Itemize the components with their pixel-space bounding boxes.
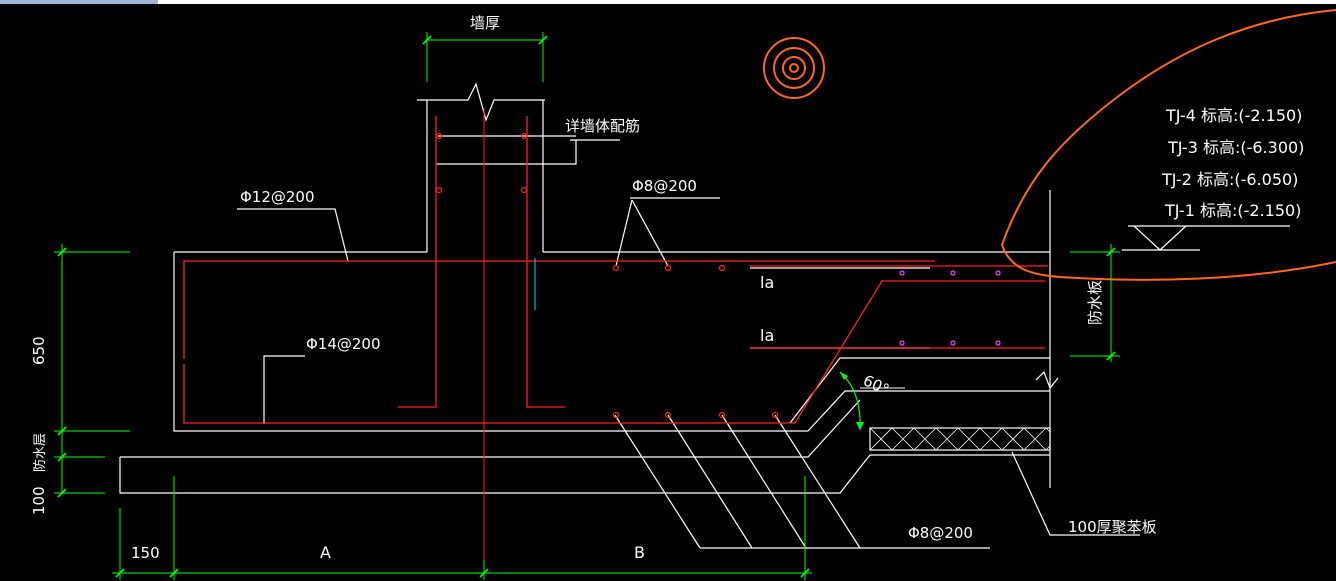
leader-top-rebar <box>237 208 349 262</box>
rebar-dots <box>435 132 779 419</box>
slope-angle-label: 60° <box>860 371 892 399</box>
elevation-tj4: TJ-4 标高:(-2.150) <box>1165 106 1302 125</box>
dim-150-label: 150 <box>131 544 160 562</box>
anchor-length-label: la <box>760 273 774 292</box>
dim-b-label: B <box>634 543 645 562</box>
leader-bottom-rebar <box>263 355 305 424</box>
slope-angle-arc <box>839 371 861 431</box>
rebar-dots-magenta <box>899 270 1001 346</box>
elevation-tj3: TJ-3 标高:(-6.300) <box>1167 138 1304 157</box>
waterproof-board-label: 防水板 <box>1086 280 1104 325</box>
wall-rebar-note-label: 详墙体配筋 <box>565 117 640 135</box>
rebar-lines <box>183 116 1048 424</box>
dimension-lines <box>54 32 1120 580</box>
concrete-outline <box>119 82 1290 549</box>
wall-thickness-label: 墙厚 <box>470 14 500 32</box>
bottom-rebar-label: Φ14@200 <box>306 335 381 353</box>
elevation-tj2: TJ-2 标高:(-6.050) <box>1161 170 1298 189</box>
dist-rebar-top-label: Φ8@200 <box>632 177 697 195</box>
waterproof-layer-label: 防水层 <box>32 433 48 472</box>
foam-board-hatch <box>869 427 1051 451</box>
anchor-length-label-2: la <box>760 326 774 345</box>
dim-650-label: 650 <box>30 336 48 365</box>
foam-board-label: 100厚聚苯板 <box>1068 518 1157 536</box>
dimension-ticks <box>57 35 1116 578</box>
revision-cloud <box>1000 9 1336 281</box>
dim-a-label: A <box>320 543 331 562</box>
target-symbol-icon <box>763 37 825 99</box>
window-tab[interactable] <box>0 0 158 4</box>
top-rebar-label: Φ12@200 <box>240 188 315 206</box>
elevation-tj1: TJ-1 标高:(-2.150) <box>1164 201 1301 220</box>
dist-rebar-bottom-label: Φ8@200 <box>908 524 973 542</box>
dim-100-label: 100 <box>30 486 48 515</box>
window-top-bar <box>0 0 1336 4</box>
